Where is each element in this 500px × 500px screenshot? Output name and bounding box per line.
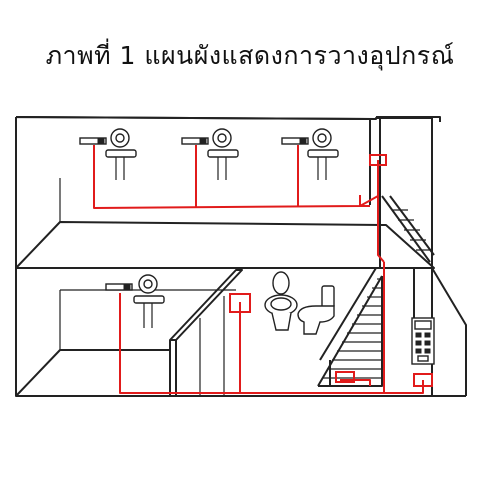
sink-heater-upper-3 (281, 128, 339, 180)
toilet-side (297, 285, 335, 335)
sink-heater-upper-1 (79, 128, 137, 180)
junction-box-bathroom (229, 293, 251, 313)
wiring-lower (119, 262, 424, 394)
distribution-panel (411, 317, 435, 365)
junction-box-panel (413, 373, 433, 387)
diagram-title: ภาพที่ 1 แผนผังแสดงการวางอุปกรณ์ (45, 41, 455, 70)
staircase-upper (381, 195, 435, 263)
wiring-upper (93, 145, 385, 263)
staircase-lower (317, 267, 383, 387)
junction-box-stair (369, 154, 387, 166)
sink-heater-lower (105, 274, 165, 328)
junction-box-stair-base (335, 371, 355, 383)
sink-heater-upper-2 (181, 128, 239, 180)
toilet-front (264, 271, 298, 331)
